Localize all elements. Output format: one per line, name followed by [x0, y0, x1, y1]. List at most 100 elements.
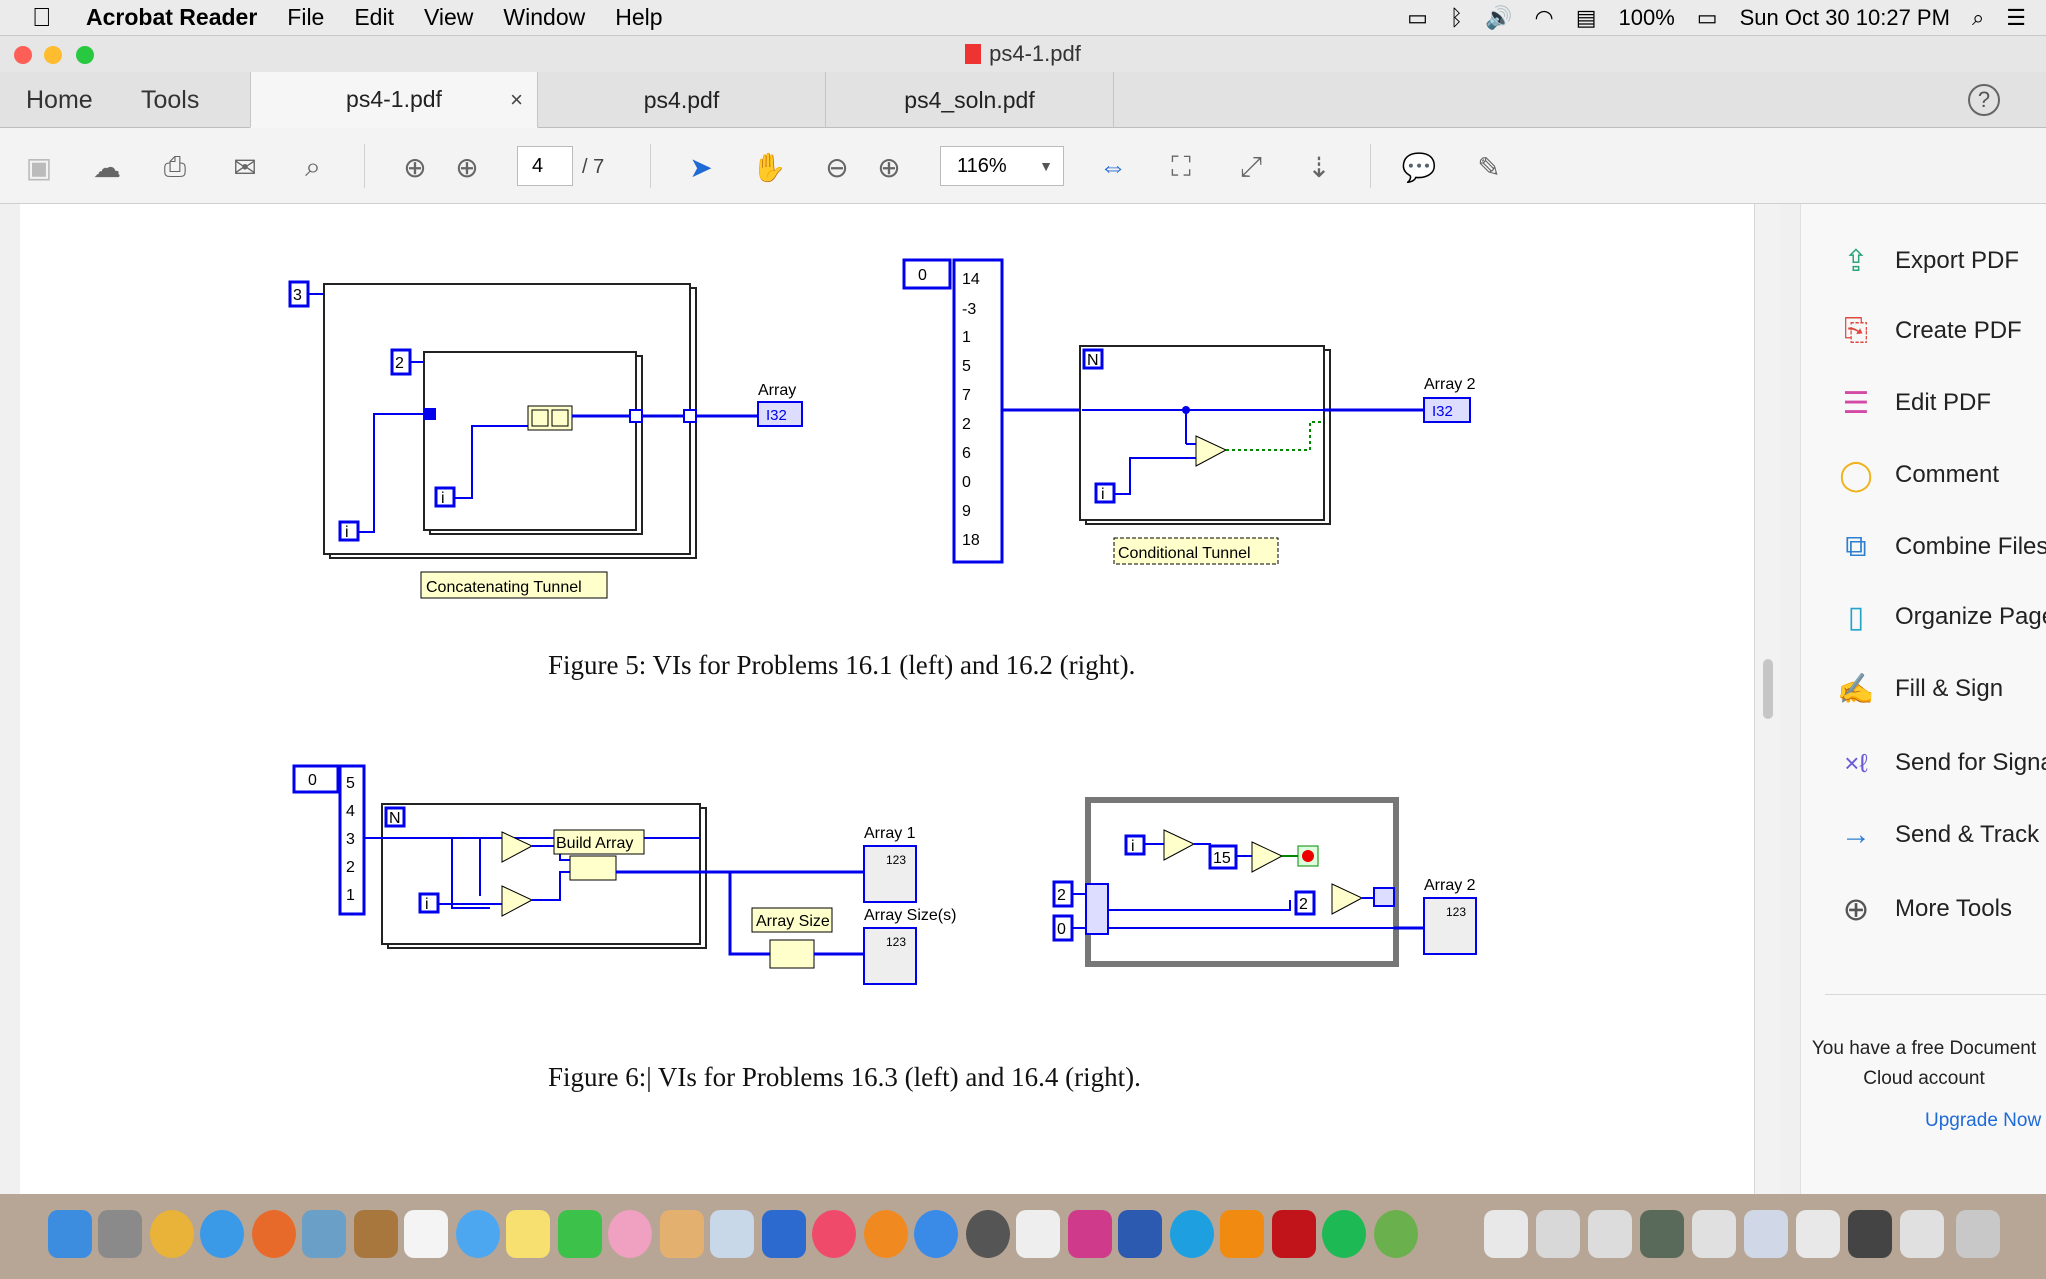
close-tab-icon[interactable]: × [510, 86, 523, 112]
document-thumbnail[interactable] [1900, 1210, 1944, 1258]
email-icon[interactable]: ✉ [233, 151, 257, 183]
tab-ps4-soln[interactable]: ps4_soln.pdf [826, 72, 1114, 128]
utorrent-icon[interactable] [1374, 1210, 1418, 1258]
spotify-icon[interactable] [1322, 1210, 1366, 1258]
menu-view[interactable]: View [423, 4, 474, 30]
word-icon[interactable] [1118, 1210, 1162, 1258]
facetime-icon[interactable] [558, 1210, 602, 1258]
document-scrollbar[interactable] [1754, 204, 1780, 1194]
app-menu[interactable]: Acrobat Reader [86, 4, 258, 30]
document-thumbnail[interactable] [1796, 1210, 1840, 1258]
photo-thumbnail[interactable] [1640, 1210, 1684, 1258]
apple-icon[interactable]:  [32, 2, 66, 33]
document-thumbnail[interactable] [1484, 1210, 1528, 1258]
menu-window[interactable]: Window [503, 4, 586, 30]
notification-icon[interactable]: ☰ [2006, 5, 2026, 30]
spotlight-icon[interactable]: ⌕ [1971, 5, 1985, 30]
send-track-tool[interactable]: →Send & Track [1837, 816, 2039, 854]
fit-width-icon[interactable]: ⇔ [1099, 151, 1127, 182]
upgrade-now-link[interactable]: Upgrade Now [1925, 1110, 2042, 1131]
save-icon[interactable]: ▣ [25, 151, 53, 183]
wifi-icon[interactable]: ◠ [1534, 5, 1554, 30]
volume-icon[interactable]: 🔊 [1485, 5, 1513, 30]
grapher-icon[interactable] [1068, 1210, 1112, 1258]
battery-icon[interactable]: ▭ [1696, 5, 1718, 30]
scrollbar-thumb[interactable] [1763, 659, 1773, 719]
document-view[interactable]: .bw{fill:none;stroke:#0000ee;stroke-widt… [0, 204, 1754, 1194]
menu-file[interactable]: File [287, 4, 325, 30]
launchpad-icon[interactable] [98, 1210, 142, 1258]
hand-tool-icon[interactable]: ✋ [751, 151, 787, 183]
comment-icon[interactable]: 💬 [1401, 151, 1437, 183]
array-sizes-output-type: 123 [886, 935, 906, 949]
export-pdf-tool[interactable]: ⇪Export PDF [1837, 242, 2019, 280]
flag-icon[interactable]: ▤ [1575, 5, 1597, 30]
zoom-select[interactable]: 116%▼ [940, 146, 1064, 186]
fit-page-icon[interactable]: ⛶ [1171, 150, 1191, 182]
safari-icon[interactable] [200, 1210, 244, 1258]
full-screen-icon[interactable]: ⤢ [1239, 150, 1263, 182]
document-thumbnail[interactable] [1588, 1210, 1632, 1258]
comment-tool[interactable]: ◯Comment [1837, 456, 1999, 494]
zoom-window-button[interactable] [76, 46, 94, 64]
itunes-icon[interactable] [812, 1210, 856, 1258]
document-thumbnail[interactable] [1692, 1210, 1736, 1258]
help-icon[interactable]: ? [1968, 84, 2000, 116]
vlc-icon[interactable] [1220, 1210, 1264, 1258]
read-mode-icon[interactable]: ⇣ [1307, 151, 1331, 183]
page-number-input[interactable]: 4 [517, 146, 573, 186]
acrobat-icon[interactable] [1272, 1210, 1316, 1258]
photos-icon[interactable] [608, 1210, 652, 1258]
select-arrow-icon[interactable]: ➤ [689, 151, 713, 183]
search-icon[interactable]: ⌕ [305, 150, 321, 182]
skype-icon[interactable] [1170, 1210, 1214, 1258]
fill-sign-tool[interactable]: ✍Fill & Sign [1837, 670, 2003, 708]
more-tools[interactable]: ⊕More Tools [1837, 890, 2012, 928]
menu-edit[interactable]: Edit [354, 4, 394, 30]
menu-help[interactable]: Help [615, 4, 663, 30]
tools-link[interactable]: Tools [141, 86, 200, 114]
highlight-pen-icon[interactable]: ✎ [1477, 151, 1501, 183]
ibooks-icon[interactable] [864, 1210, 908, 1258]
screenshot-thumbnail[interactable] [1848, 1210, 1892, 1258]
combine-files-tool[interactable]: ⧉Combine Files [1837, 528, 2046, 566]
edit-pdf-tool[interactable]: ☰Edit PDF [1837, 384, 1991, 422]
tab-ps4-1[interactable]: ps4-1.pdf × [250, 72, 538, 128]
home-link[interactable]: Home [26, 86, 93, 114]
notes-icon[interactable] [506, 1210, 550, 1258]
previous-page-icon[interactable]: ⊕ [403, 151, 427, 183]
bluetooth-icon[interactable]: ᛒ [1449, 5, 1464, 30]
zoom-out-icon[interactable]: ⊖ [825, 151, 849, 183]
tab-ps4[interactable]: ps4.pdf [538, 72, 826, 128]
clock[interactable]: Sun Oct 30 10:27 PM [1739, 5, 1950, 30]
system-preferences-icon[interactable] [966, 1210, 1010, 1258]
messages-icon[interactable] [456, 1210, 500, 1258]
create-pdf-tool[interactable]: ⎘Create PDF [1837, 312, 2022, 350]
next-page-icon[interactable]: ⊕ [455, 151, 479, 183]
firefox-icon[interactable] [252, 1210, 296, 1258]
trash-icon[interactable] [1956, 1210, 2000, 1258]
right-panel-toggle[interactable] [1780, 204, 1800, 1194]
mail-icon[interactable] [710, 1210, 754, 1258]
calendar-icon[interactable] [404, 1210, 448, 1258]
finder-icon[interactable] [48, 1210, 92, 1258]
preview-icon[interactable] [302, 1210, 346, 1258]
pages-icon[interactable] [660, 1210, 704, 1258]
app-store-icon[interactable] [914, 1210, 958, 1258]
airplay-icon[interactable]: ▭ [1407, 5, 1428, 30]
print-icon[interactable]: ⎙ [163, 150, 187, 182]
organize-pages-tool[interactable]: ▯Organize Pages [1837, 598, 2046, 636]
contacts-icon[interactable] [354, 1210, 398, 1258]
left-panel-toggle[interactable] [0, 204, 20, 1194]
minimize-window-button[interactable] [44, 46, 62, 64]
document-thumbnail[interactable] [1536, 1210, 1580, 1258]
document-thumbnail[interactable] [1744, 1210, 1788, 1258]
zoom-in-icon[interactable]: ⊕ [877, 151, 901, 183]
chrome-icon[interactable] [150, 1210, 194, 1258]
keynote-icon[interactable] [762, 1210, 806, 1258]
upload-cloud-icon[interactable]: ☁ [93, 151, 121, 183]
numbers-icon[interactable] [1016, 1210, 1060, 1258]
close-window-button[interactable] [14, 46, 32, 64]
battery-percent[interactable]: 100% [1618, 5, 1675, 30]
